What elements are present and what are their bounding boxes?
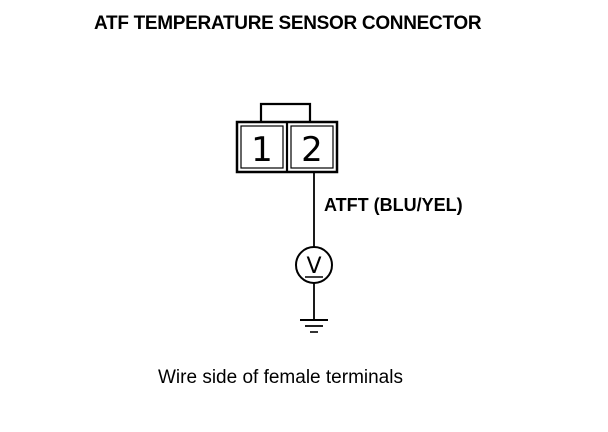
diagram-caption: Wire side of female terminals [158, 367, 403, 388]
terminal-2-label: 2 [301, 130, 323, 170]
voltmeter-symbol: V [306, 254, 321, 279]
terminal-2-cavity [290, 125, 334, 169]
terminal-1-cavity [240, 125, 284, 169]
ground-icon [300, 319, 328, 333]
diagram-title: ATF TEMPERATURE SENSOR CONNECTOR [94, 13, 482, 34]
connector-lock-tab [259, 102, 312, 122]
terminal-1-label: 1 [251, 130, 273, 170]
wire-label: ATFT (BLU/YEL) [324, 195, 463, 215]
